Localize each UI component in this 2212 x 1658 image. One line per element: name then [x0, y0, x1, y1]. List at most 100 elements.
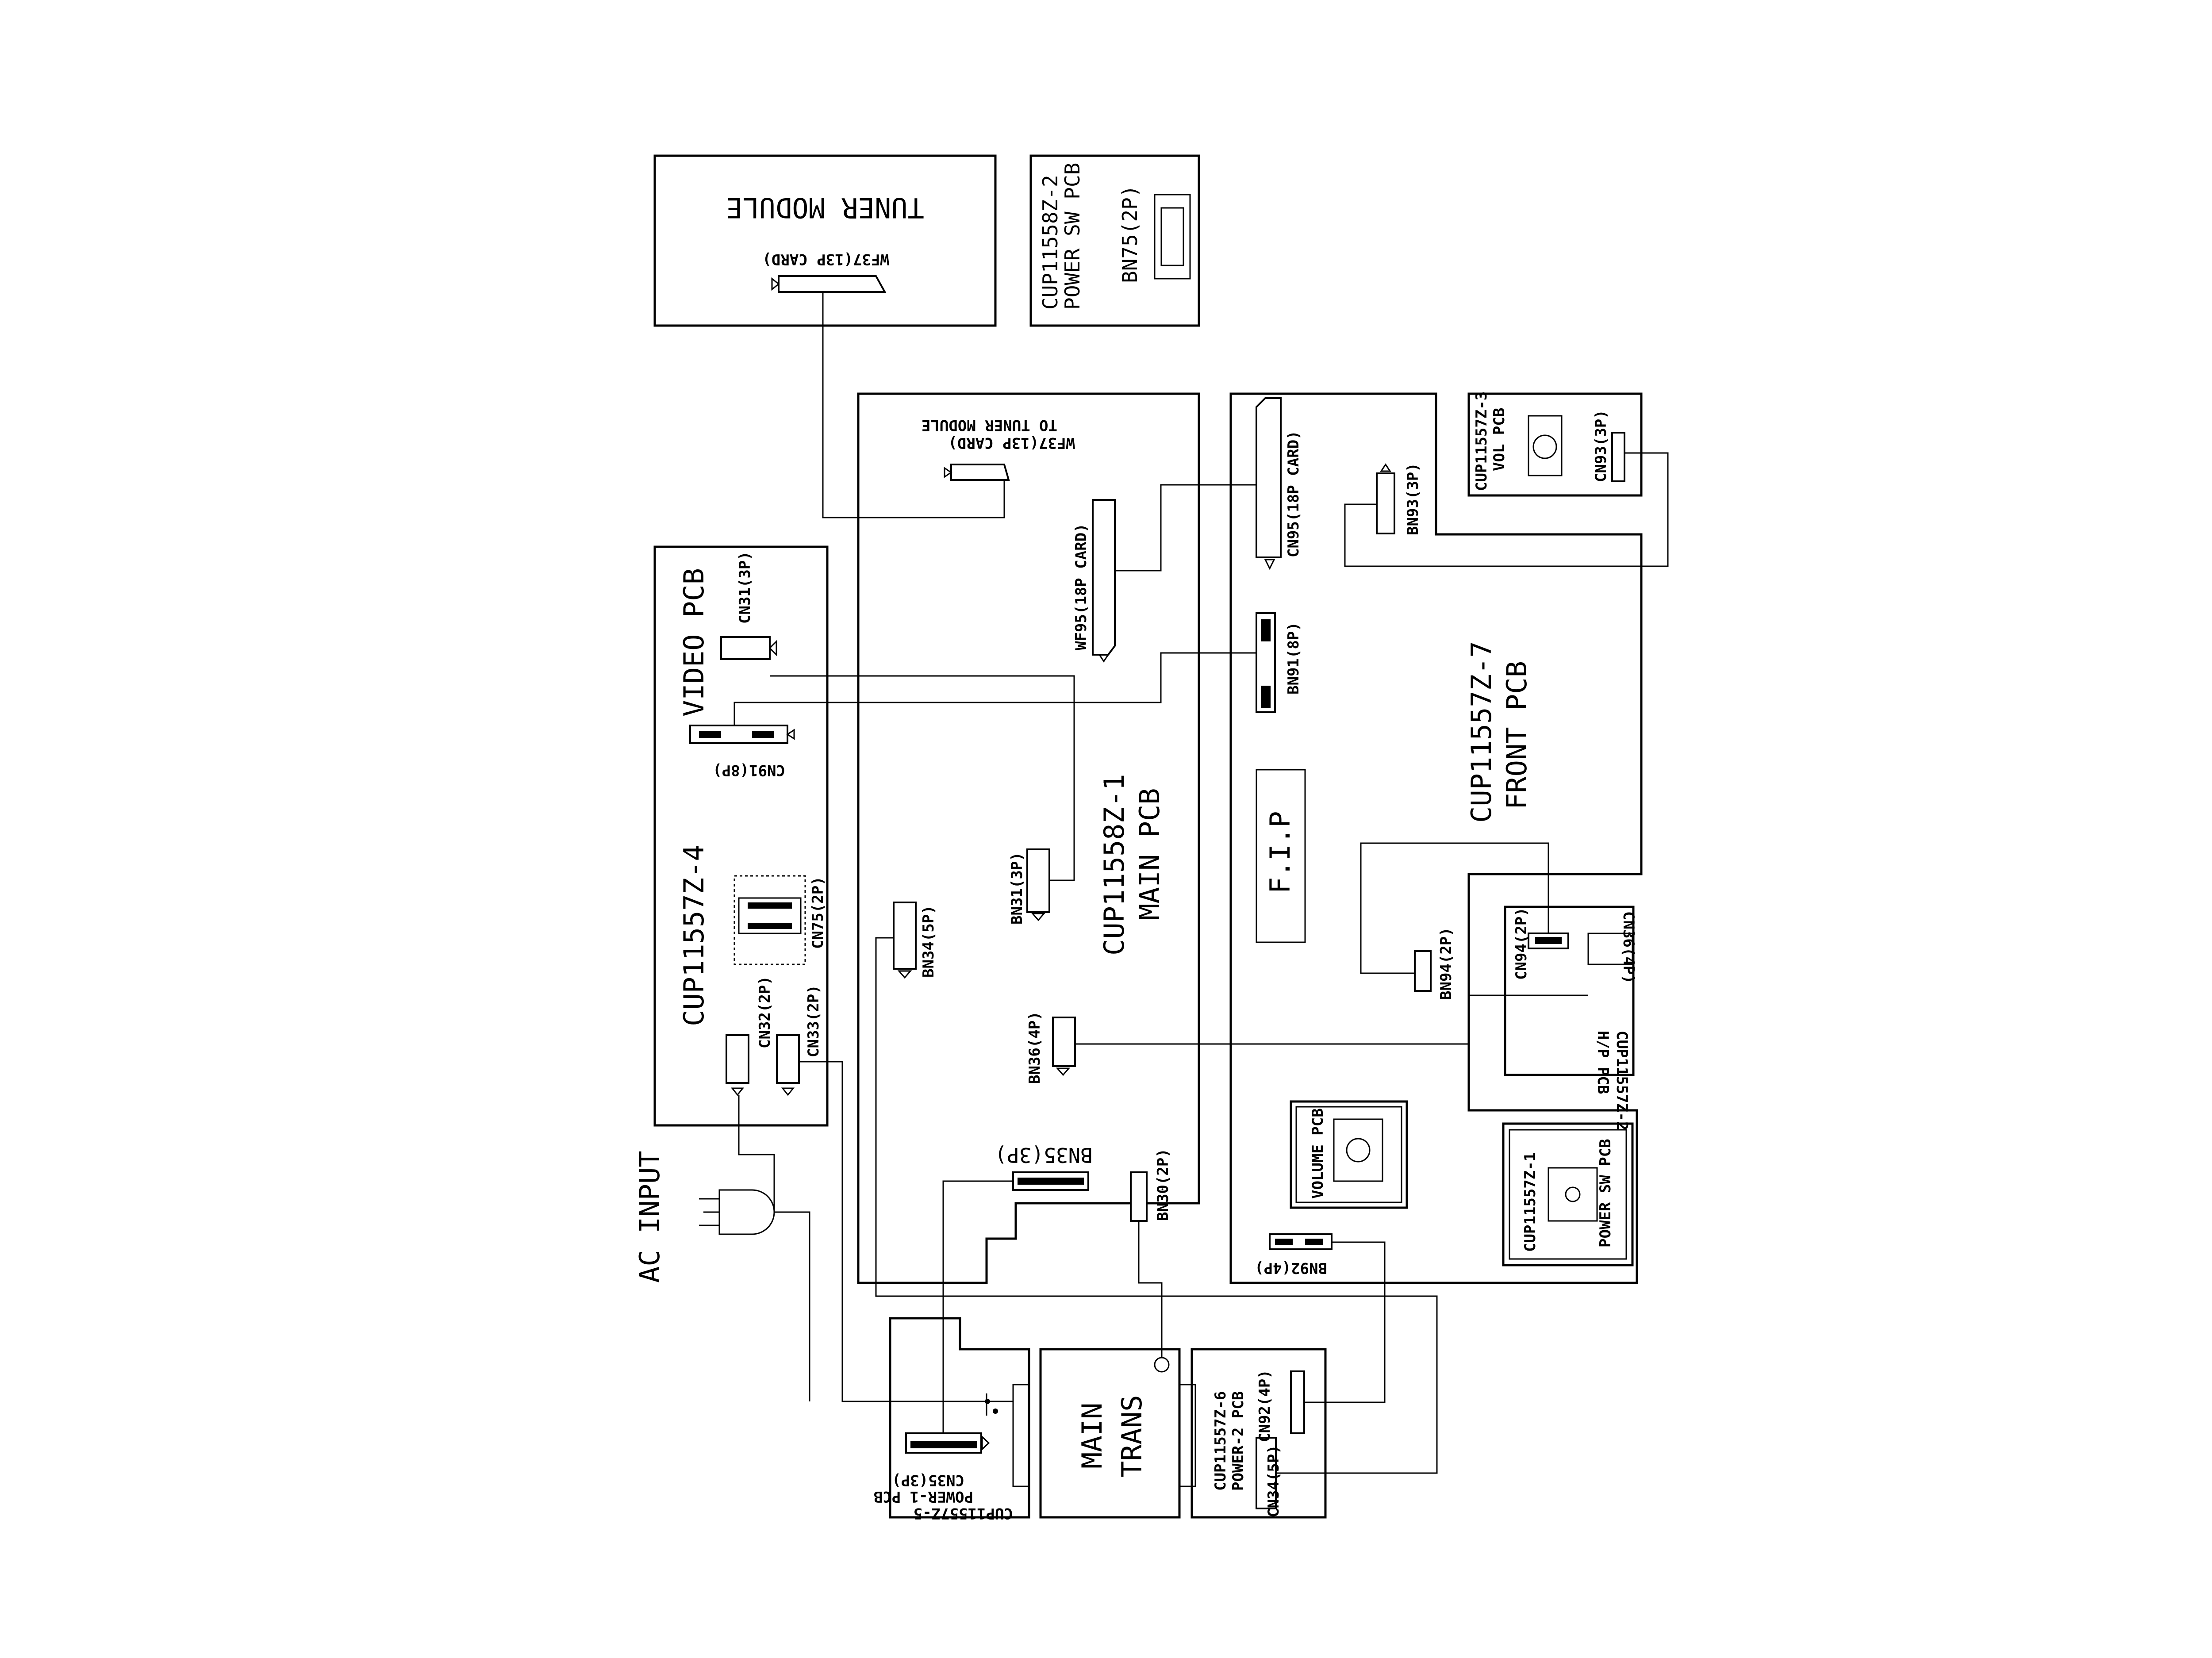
- main-wf37-note: TO TUNER MODULE: [922, 416, 1057, 434]
- fip-label: F.I.P: [1264, 811, 1296, 894]
- wire-cn33-ac: [799, 1061, 1013, 1402]
- main-bn36-arrow: [1056, 1067, 1071, 1076]
- main-bn30-connector: [1130, 1171, 1148, 1222]
- power-sw-front-model: CUP11557Z-1: [1521, 1152, 1539, 1252]
- wire-bn30-trans: [1138, 1221, 1163, 1358]
- volume-pcb-board: [1290, 1100, 1408, 1209]
- vol-pcb-board: [1467, 392, 1643, 497]
- main-bn30-label: BN30(2P): [1154, 1148, 1172, 1221]
- video-cn75-connector: [738, 897, 802, 934]
- main-bn34-label: BN34(5P): [920, 905, 937, 978]
- main-bn35-pin: [1018, 1178, 1084, 1185]
- wire-bn35-cn35: [942, 1180, 1013, 1433]
- hp-pcb-model: CUP11557Z-2: [1613, 1031, 1631, 1130]
- power2-cn34-label: CN34(5P): [1265, 1445, 1283, 1517]
- power-sw-top-model: CUP11558Z-2: [1038, 175, 1062, 310]
- front-bn94-label: BN94(2P): [1437, 927, 1455, 1000]
- front-bn94-connector: [1414, 950, 1432, 992]
- power1-pcb-name: POWER-1 PCB: [874, 1488, 973, 1505]
- vol-pot-knob: [1532, 434, 1557, 459]
- front-bn91-pin-a: [1261, 619, 1271, 641]
- video-cn91-pin-b: [752, 731, 774, 738]
- video-cn32-label: CN32(2P): [756, 976, 774, 1048]
- front-cn95-connector: [1256, 397, 1282, 558]
- front-bn91-label: BN91(8P): [1285, 622, 1302, 695]
- main-bn31-label: BN31(3P): [1008, 852, 1026, 925]
- power-sw-top-bn75-label: BN75(2P): [1118, 185, 1142, 283]
- front-bn92-pin-b: [1305, 1239, 1323, 1245]
- video-cn91-pin-a: [699, 731, 721, 738]
- tuner-module-board: [653, 154, 997, 327]
- ac-input-label: AC INPUT: [634, 1151, 666, 1283]
- main-wf95-arrow: [1098, 654, 1110, 663]
- front-bn93-arrow: [1380, 463, 1391, 472]
- video-cn75-pin-b: [748, 923, 792, 929]
- main-wf37-arrow: [944, 467, 952, 478]
- main-wf37-label: WF37(13P CARD): [948, 434, 1075, 452]
- main-bn35-label: BN35(3P): [995, 1143, 1093, 1167]
- video-pcb-model: CUP11557Z-4: [678, 844, 710, 1026]
- wire-wf95-cn95: [1115, 484, 1256, 572]
- ac-plug-prongs: [699, 1198, 719, 1226]
- wire-cn32-ac: [738, 1095, 775, 1212]
- hp-pcb-name: H/P PCB: [1594, 1031, 1612, 1094]
- main-bn31-connector: [1026, 848, 1050, 913]
- front-pcb-name: FRONT PCB: [1501, 661, 1533, 810]
- power-sw-front-board: [1502, 1122, 1634, 1267]
- hp-cn94-pin: [1535, 937, 1562, 944]
- wire-bn92-cn92: [1304, 1241, 1386, 1403]
- main-bn36-label: BN36(4P): [1026, 1011, 1044, 1084]
- video-pcb-name: VIDEO PCB: [678, 568, 710, 717]
- video-cn31-label: CN31(3P): [736, 551, 754, 624]
- video-cn33-connector: [776, 1034, 800, 1084]
- front-bn91-pin-b: [1261, 686, 1271, 708]
- power2-cn34-connector: [1256, 1437, 1277, 1509]
- main-pcb-name: MAIN PCB: [1133, 788, 1166, 920]
- wire-ac-power1: [774, 1211, 810, 1401]
- front-bn93-connector: [1376, 472, 1395, 534]
- front-pcb-board: [1229, 392, 1643, 1284]
- front-pcb-model: CUP11557Z-7: [1465, 641, 1498, 823]
- tuner-wf37-label: WF37(13P CARD): [762, 250, 889, 268]
- tuner-module-title: TUNER MODULE: [726, 192, 924, 224]
- video-cn33-arrow: [781, 1087, 795, 1096]
- video-cn75-label: CN75(2P): [809, 876, 827, 949]
- main-wf95-label: WF95(18P CARD): [1072, 523, 1090, 650]
- main-bn34-arrow: [897, 970, 912, 979]
- power-sw-top-bn75-inner: [1160, 207, 1184, 266]
- video-cn32-connector: [726, 1034, 749, 1084]
- hp-pcb-board: [1504, 906, 1635, 1076]
- power-sw-top-bn75: [1154, 194, 1191, 280]
- video-cn33-label: CN33(2P): [805, 985, 822, 1057]
- junction-dot-a: [985, 1399, 990, 1404]
- vol-pot-body: [1528, 415, 1563, 476]
- volume-pcb-label: VOLUME PCB: [1309, 1108, 1327, 1199]
- power-sw-front-inner: [1509, 1129, 1627, 1260]
- front-cn95-label: CN95(18P CARD): [1285, 430, 1302, 557]
- wire-bn34-power2: [875, 937, 1438, 1474]
- power1-trans-terminal: [1012, 1384, 1030, 1487]
- main-wf95-connector: [1092, 499, 1116, 656]
- main-bn36-connector: [1052, 1017, 1076, 1067]
- main-pcb-model: CUP11558Z-1: [1098, 774, 1130, 956]
- video-cn75-frame: [733, 875, 806, 965]
- wire-cn31-bn31: [770, 675, 1075, 881]
- main-trans-block: [1039, 1348, 1181, 1519]
- main-trans-mark: [1154, 1357, 1170, 1373]
- main-trans-line2: TRANS: [1116, 1395, 1148, 1478]
- tuner-wf37-arrow: [771, 277, 780, 291]
- video-cn75-pin-a: [748, 902, 792, 909]
- video-cn31-connector: [720, 636, 771, 660]
- tuner-wf37-connector: [778, 275, 887, 293]
- hp-cn36-label: CN36(4P): [1620, 911, 1637, 984]
- volume-pcb-inner: [1295, 1106, 1402, 1203]
- ac-plug-icon: [718, 1189, 775, 1235]
- power1-cn35-arrow: [981, 1435, 990, 1451]
- vol-pcb-name: VOL PCB: [1490, 408, 1508, 471]
- power1-cn35-pin: [910, 1441, 977, 1448]
- fip-display: [1256, 769, 1306, 943]
- power1-pcb-model: CUP11557Z-5: [914, 1504, 1013, 1522]
- power2-pcb-model: CUP11557Z-6: [1212, 1391, 1229, 1491]
- main-trans-line1: MAIN: [1076, 1403, 1108, 1469]
- power1-pcb-board: [889, 1317, 1030, 1519]
